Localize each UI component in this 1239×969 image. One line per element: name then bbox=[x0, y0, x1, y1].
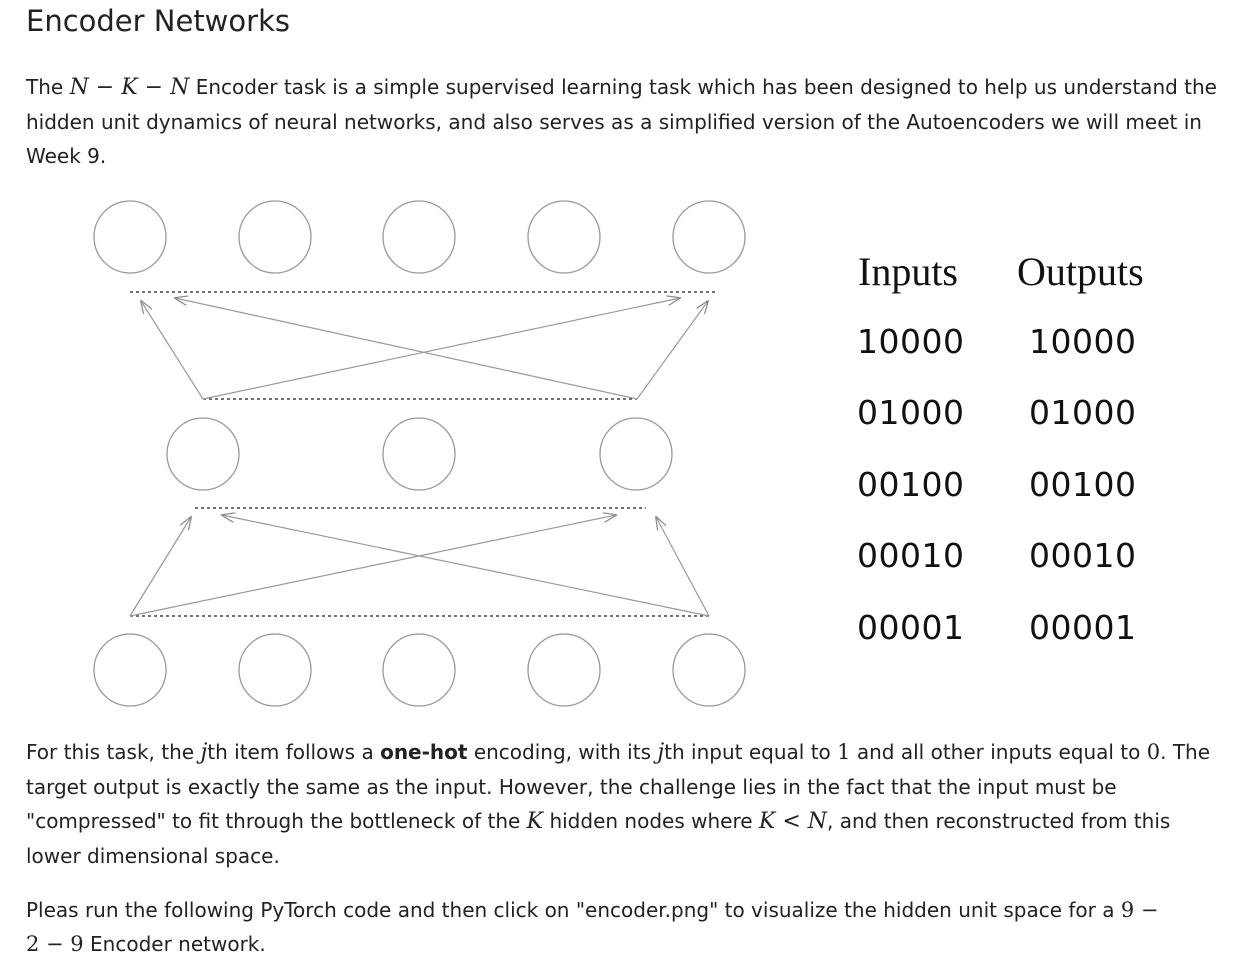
intro-paragraph: The N − K − N Encoder task is a simple s… bbox=[26, 70, 1221, 173]
intro-text-post: Encoder task is a simple supervised lear… bbox=[26, 75, 1217, 168]
output-node bbox=[238, 200, 312, 274]
input-cell: 00010 bbox=[857, 536, 965, 575]
task-text: . The target output is exactly the same … bbox=[26, 740, 1211, 833]
input-cell: 00100 bbox=[857, 465, 965, 504]
math-zero: 0 bbox=[1146, 740, 1161, 764]
input-cell: 10000 bbox=[857, 322, 965, 361]
outputs-header: Outputs bbox=[1017, 249, 1144, 294]
output-cell: 00100 bbox=[1029, 465, 1137, 504]
output-cell: 01000 bbox=[1029, 393, 1137, 432]
output-node bbox=[672, 200, 746, 274]
input-node bbox=[527, 633, 601, 707]
math-9-2-9: 2 − 9 bbox=[26, 932, 84, 956]
task-text: th input equal to bbox=[664, 740, 838, 764]
output-cell: 10000 bbox=[1029, 322, 1137, 361]
hidden-node bbox=[599, 417, 673, 491]
task-text: encoding, with its bbox=[467, 740, 658, 764]
output-node bbox=[527, 200, 601, 274]
hidden-node bbox=[382, 417, 456, 491]
output-cell: 00001 bbox=[1029, 608, 1137, 647]
task-text: hidden nodes where bbox=[543, 809, 759, 833]
run-text: Pleas run the following PyTorch code and… bbox=[26, 898, 1121, 922]
task-text: th item follows a bbox=[207, 740, 381, 764]
math-k: K bbox=[526, 809, 544, 834]
math-one: 1 bbox=[837, 740, 851, 764]
math-j: j bbox=[200, 740, 208, 765]
math-9-2-9: 9 − bbox=[1120, 898, 1159, 922]
task-text: For this task, the bbox=[26, 740, 201, 764]
input-node bbox=[93, 633, 167, 707]
one-hot-term: one-hot bbox=[380, 740, 468, 764]
input-node bbox=[238, 633, 312, 707]
input-node bbox=[672, 633, 746, 707]
weight-arrow bbox=[129, 515, 616, 617]
hidden-node bbox=[166, 417, 240, 491]
math-k-lt-n: K < N bbox=[758, 809, 827, 834]
weight-arrow bbox=[202, 298, 680, 400]
intro-math: N − K − N bbox=[69, 75, 190, 100]
math-j: j bbox=[657, 740, 665, 765]
input-node bbox=[382, 633, 456, 707]
weight-arrow bbox=[222, 515, 710, 617]
intro-text-pre: The bbox=[26, 75, 70, 99]
inputs-header: Inputs bbox=[858, 249, 958, 294]
weight-arrow bbox=[636, 301, 708, 400]
page-title: Encoder Networks bbox=[26, 4, 290, 38]
run-paragraph: Pleas run the following PyTorch code and… bbox=[26, 893, 1221, 961]
run-text: Encoder network. bbox=[83, 932, 266, 956]
output-node bbox=[93, 200, 167, 274]
weight-arrow bbox=[141, 301, 204, 400]
input-cell: 00001 bbox=[857, 608, 965, 647]
weight-arrow bbox=[656, 517, 710, 617]
task-paragraph: For this task, the jth item follows a on… bbox=[26, 735, 1221, 873]
output-node bbox=[382, 200, 456, 274]
weight-arrow bbox=[175, 298, 638, 400]
task-text: , and then reconstructed from this lower… bbox=[26, 809, 1171, 868]
weight-arrow bbox=[129, 517, 191, 617]
task-text: and all other inputs equal to bbox=[850, 740, 1147, 764]
input-cell: 01000 bbox=[857, 393, 965, 432]
output-cell: 00010 bbox=[1029, 536, 1137, 575]
